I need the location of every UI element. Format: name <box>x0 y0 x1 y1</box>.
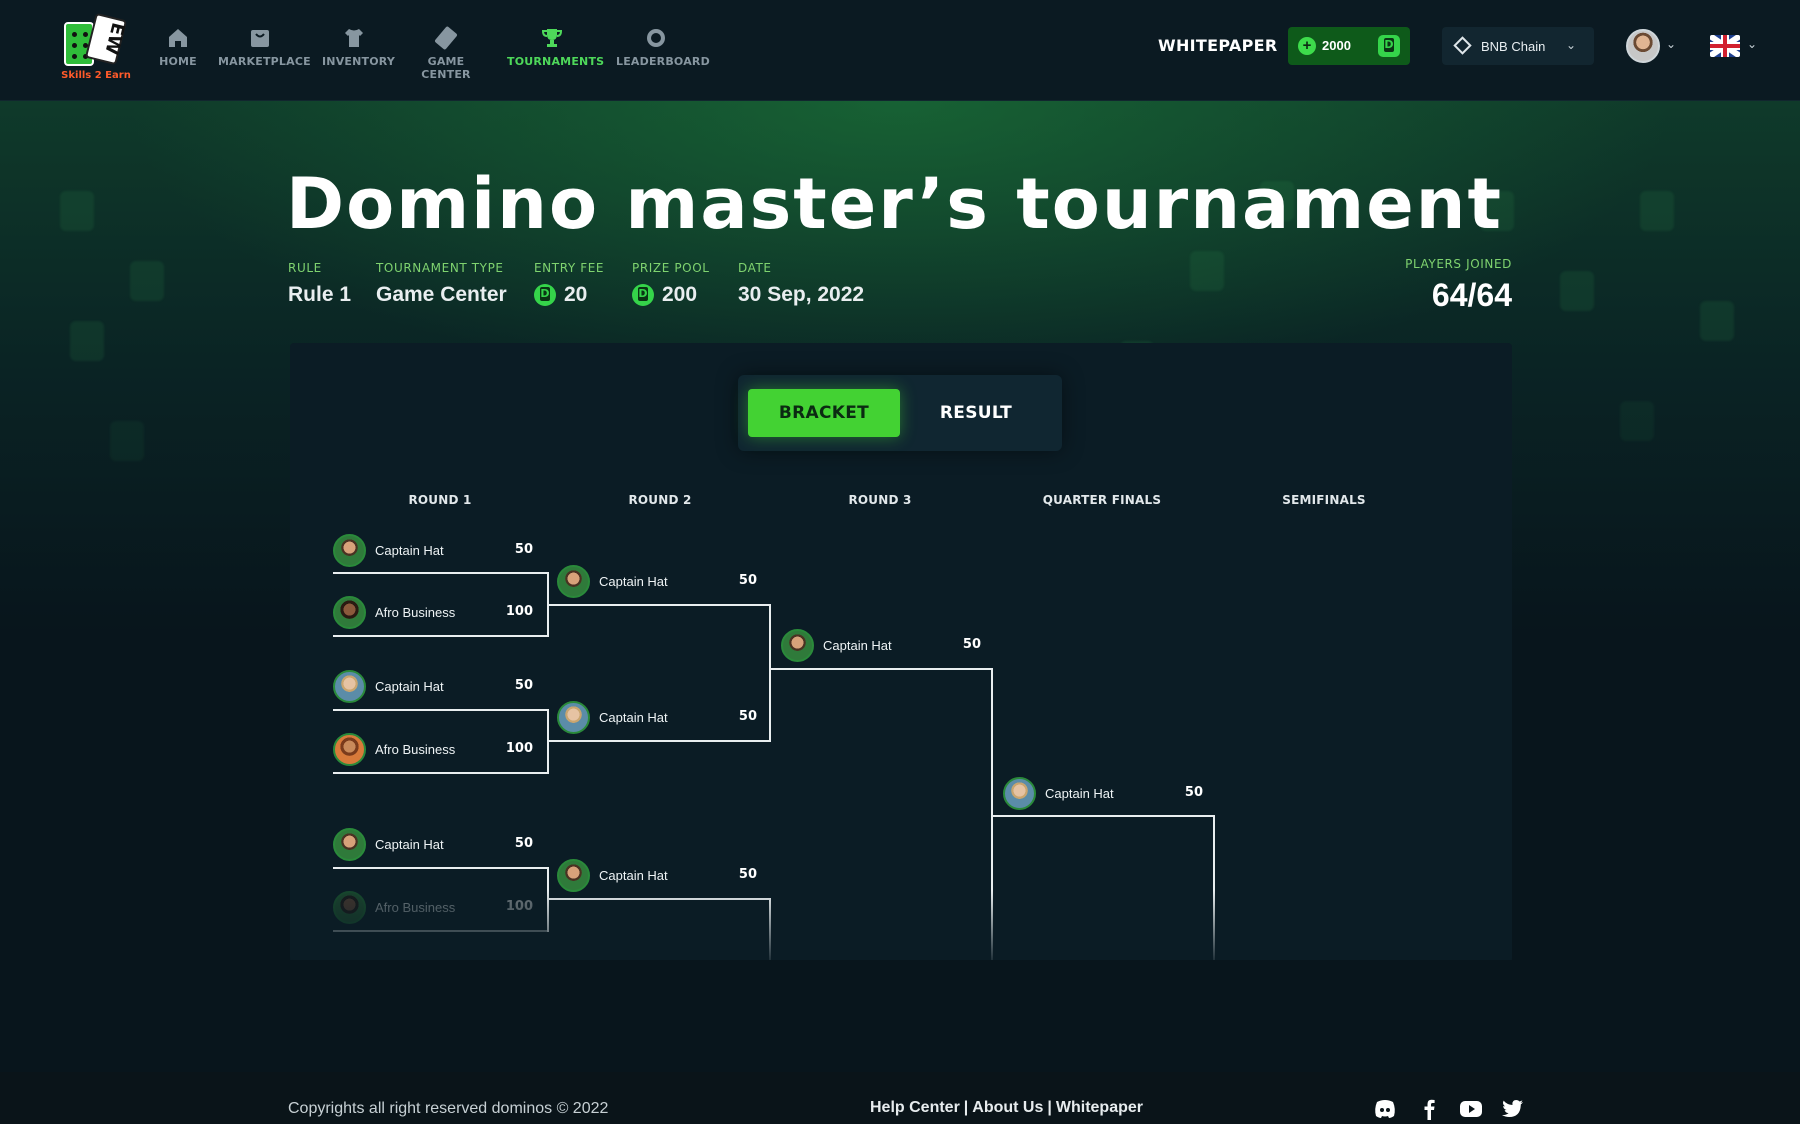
help-center-link[interactable]: Help Center <box>870 1099 960 1116</box>
bracket-line <box>547 604 771 606</box>
top-navigation-bar: EW Skills 2 Earn HOME MARKETPLACE INVENT… <box>0 0 1800 101</box>
user-avatar[interactable] <box>1626 29 1660 63</box>
round-header: ROUND 1 <box>408 493 472 507</box>
discord-icon[interactable] <box>1373 1098 1397 1120</box>
nav-leaderboard[interactable]: LEADERBOARD <box>616 26 710 76</box>
domino-icon <box>435 26 457 50</box>
domino-logo-mark: EW <box>64 12 129 66</box>
bracket-line <box>333 930 549 932</box>
round-header: SEMIFINALS <box>1282 493 1366 507</box>
meta-tournament-type: TOURNAMENT TYPE Game Center <box>376 261 507 306</box>
player-avatar <box>557 859 590 892</box>
player-avatar <box>333 733 366 766</box>
page-title: Domino master’s tournament <box>286 163 1503 245</box>
whitepaper-footer-link[interactable]: Whitepaper <box>1055 1099 1143 1116</box>
uk-flag-icon[interactable] <box>1710 35 1740 57</box>
bracket-line <box>991 668 993 960</box>
bracket-line <box>333 772 549 774</box>
add-funds-icon[interactable]: + <box>1298 37 1316 55</box>
balance-amount: 2000 <box>1322 38 1351 53</box>
logo-caption: Skills 2 Earn <box>61 70 131 81</box>
player-avatar <box>557 701 590 734</box>
round-header: QUARTER FINALS <box>1042 493 1162 507</box>
bracket-panel: BRACKET RESULT ROUND 1 ROUND 2 ROUND 3 Q… <box>290 343 1512 960</box>
chevron-down-icon[interactable]: ⌄ <box>1666 37 1677 51</box>
player-avatar <box>1003 777 1036 810</box>
bracket-line <box>769 668 993 670</box>
round-header: ROUND 2 <box>628 493 692 507</box>
nav-home[interactable]: HOME <box>158 26 198 76</box>
chevron-down-icon[interactable]: ⌄ <box>1747 37 1758 51</box>
shirt-icon <box>345 29 363 47</box>
bracket-tab[interactable]: BRACKET <box>748 389 900 437</box>
twitter-icon[interactable] <box>1501 1098 1525 1120</box>
bracket-line <box>547 740 771 742</box>
meta-rule: RULE Rule 1 <box>288 261 352 306</box>
player-avatar <box>781 629 814 662</box>
marketplace-icon <box>251 30 269 47</box>
bracket-line <box>991 815 1215 817</box>
player-avatar <box>333 596 366 629</box>
tournament-hero: Domino master’s tournament RULE Rule 1 T… <box>0 101 1800 1071</box>
copyright-text: Copyrights all right reserved dominos © … <box>288 1100 609 1117</box>
whitepaper-link[interactable]: WHITEPAPER <box>1158 36 1278 55</box>
footer: Copyrights all right reserved dominos © … <box>0 1072 1800 1124</box>
meta-date: DATE 30 Sep, 2022 <box>738 261 865 306</box>
about-us-link[interactable]: About Us <box>972 1099 1044 1116</box>
chain-label: BNB Chain <box>1481 39 1546 54</box>
footer-links: Help Center|About Us|Whitepaper <box>870 1099 1143 1116</box>
players-joined: PLAYERS JOINED 64/64 <box>1405 257 1512 313</box>
player-avatar <box>333 534 366 567</box>
nav-marketplace[interactable]: MARKETPLACE <box>218 26 311 76</box>
domino-coin-icon <box>632 284 654 306</box>
player-avatar <box>557 565 590 598</box>
facebook-icon[interactable] <box>1417 1098 1441 1120</box>
player-avatar <box>333 828 366 861</box>
meta-prize-pool: PRIZE POOL 200 <box>632 261 710 307</box>
bnb-icon <box>1453 36 1472 55</box>
nav-tournaments[interactable]: TOURNAMENTS <box>507 26 604 76</box>
bracket-line <box>333 867 549 869</box>
player-avatar <box>333 891 366 924</box>
home-icon <box>169 29 187 47</box>
domino-coin-icon <box>534 284 556 306</box>
view-toggle: BRACKET RESULT <box>738 375 1062 451</box>
bracket-line <box>769 898 771 960</box>
medal-icon <box>647 29 665 47</box>
player-avatar <box>333 670 366 703</box>
nav-inventory[interactable]: INVENTORY <box>322 26 395 76</box>
bracket-line <box>769 604 771 742</box>
chevron-down-icon: ⌄ <box>1565 38 1576 52</box>
youtube-icon[interactable] <box>1459 1098 1483 1120</box>
trophy-icon <box>541 29 563 47</box>
bracket-line <box>333 635 549 637</box>
bracket-line <box>333 572 549 574</box>
bracket-line <box>333 709 549 711</box>
balance-widget[interactable]: + 2000 <box>1288 27 1410 65</box>
meta-entry-fee: ENTRY FEE 20 <box>534 261 604 307</box>
domino-coin-icon <box>1378 35 1400 57</box>
bracket-line <box>547 898 771 900</box>
result-tab[interactable]: RESULT <box>939 403 1013 423</box>
chain-selector[interactable]: BNB Chain ⌄ <box>1442 27 1594 65</box>
nav-game-center[interactable]: GAME CENTER <box>406 26 486 81</box>
skills2earn-logo[interactable]: EW Skills 2 Earn <box>60 12 131 84</box>
bracket-line <box>1213 815 1215 960</box>
round-header: ROUND 3 <box>848 493 912 507</box>
